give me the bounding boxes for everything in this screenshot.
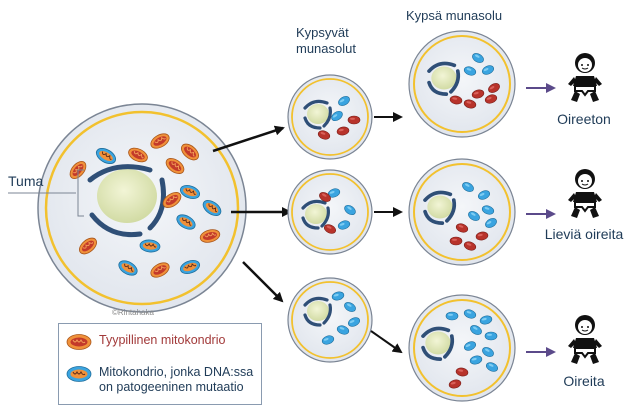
maturing-oocytes-label-line1: Kypsyvät — [296, 25, 349, 40]
legend-mutant-label-line2: on patogeeninen mutaatio — [99, 380, 244, 394]
legend-mutant-label-line1: Mitokondrio, jonka DNA:ssa — [99, 365, 254, 379]
legend: Tyypillinen mitokondrio Mitokondrio, jon… — [58, 323, 262, 405]
typical-mitochondrion-icon — [66, 334, 92, 350]
mature-oocyte-1 — [408, 30, 516, 138]
maturing-oocyte-1 — [287, 74, 373, 160]
baby-icon — [567, 168, 603, 219]
mutant-mitochondrion-icon — [66, 366, 92, 382]
maturing-oocyte-2 — [287, 169, 373, 255]
outcome-mild-symptoms: Lieviä oireita — [545, 226, 624, 242]
baby-icon — [567, 314, 603, 365]
outcome-symptoms: Oireita — [563, 373, 604, 389]
maturing-oocyte-3 — [287, 277, 373, 363]
arrow-row3 — [370, 330, 403, 354]
maturing-oocytes-label-line2: munasolut — [296, 41, 356, 56]
outcome-asymptomatic: Oireeton — [557, 111, 611, 127]
main-nucleus — [87, 164, 166, 238]
mature-oocyte-3 — [408, 294, 516, 402]
legend-typical-label: Tyypillinen mitokondrio — [99, 333, 226, 347]
tuma-pointer — [8, 169, 84, 217]
arrows-to-oocytes — [212, 125, 292, 303]
legend-typical: Tyypillinen mitokondrio — [65, 333, 225, 351]
mature-oocyte-2 — [408, 158, 516, 266]
baby-icon — [567, 52, 603, 103]
legend-mutant: Mitokondrio, jonka DNA:ssa on patogeenin… — [65, 365, 253, 395]
copyright-label: ©Rintahaka — [112, 308, 154, 317]
tuma-label: Tuma — [8, 173, 43, 189]
mature-oocyte-label: Kypsä munasolu — [406, 8, 502, 23]
